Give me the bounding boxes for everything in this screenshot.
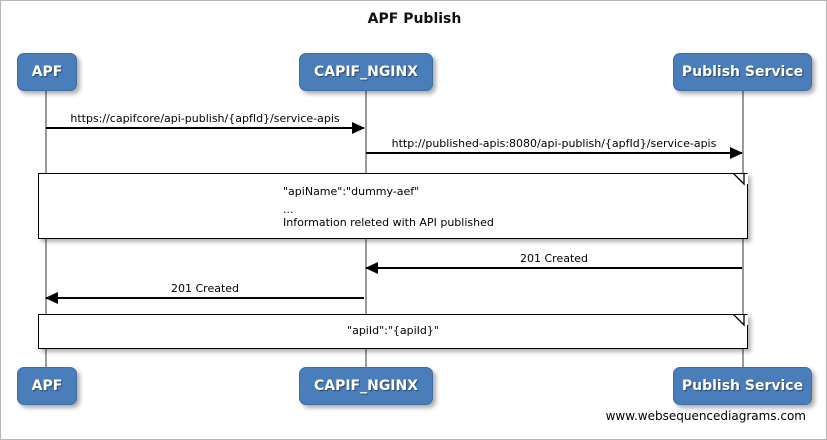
arrowhead-right-icon	[352, 122, 365, 134]
actor-box-capif-nginx-top[interactable]: CAPIF_NGINX	[299, 53, 433, 91]
actor-label-capif-nginx-bottom: CAPIF_NGINX	[313, 378, 419, 394]
message-arrow-1[interactable]: https://capifcore/api-publish/{apfId}/se…	[46, 112, 365, 134]
note-line-2: ...	[283, 203, 294, 216]
message-label-3: 201 Created	[519, 252, 589, 265]
message-label-4: 201 Created	[170, 282, 240, 295]
actor-label-capif-nginx: CAPIF_NGINX	[313, 64, 419, 80]
actor-label-publish-service-bottom: Publish Service	[681, 378, 804, 394]
arrowhead-left-icon	[365, 262, 378, 274]
note-box-2: "apiId":"{apiId}"	[38, 314, 748, 349]
actor-label-apf-bottom: APF	[31, 378, 63, 394]
actor-box-capif-nginx-bottom[interactable]: CAPIF_NGINX	[299, 367, 433, 405]
note-fold-line-icon	[733, 314, 745, 327]
note-fold-line-icon	[733, 173, 745, 186]
message-arrow-2[interactable]: http://published-apis:8080/api-publish/{…	[366, 137, 743, 159]
arrowhead-right-icon	[730, 147, 743, 159]
note-line-3: Information releted with API published	[283, 216, 494, 229]
watermark-footer: www.websequencediagrams.com	[605, 409, 806, 423]
message-arrow-4[interactable]: 201 Created	[45, 282, 364, 304]
actor-box-publish-service-bottom[interactable]: Publish Service	[673, 367, 812, 405]
actor-box-apf-bottom[interactable]: APF	[17, 367, 77, 405]
actor-box-apf-top[interactable]: APF	[17, 53, 77, 91]
actor-box-publish-service-top[interactable]: Publish Service	[673, 53, 812, 91]
actor-label-apf: APF	[31, 64, 63, 80]
note-fold-icon	[737, 314, 748, 325]
note-2-line-1: "apiId":"{apiId}"	[347, 324, 439, 337]
note-box-1: "apiName":"dummy-aef" ... Information re…	[38, 173, 748, 239]
note-fold-icon	[737, 173, 748, 184]
message-label-2: http://published-apis:8080/api-publish/{…	[391, 137, 717, 150]
page-title: APF Publish	[367, 11, 462, 27]
actor-label-publish-service: Publish Service	[681, 64, 804, 80]
message-arrow-3[interactable]: 201 Created	[365, 252, 742, 274]
message-label-1: https://capifcore/api-publish/{apfId}/se…	[70, 112, 340, 125]
arrowhead-left-icon	[45, 292, 58, 304]
note-line-1: "apiName":"dummy-aef"	[283, 185, 420, 198]
